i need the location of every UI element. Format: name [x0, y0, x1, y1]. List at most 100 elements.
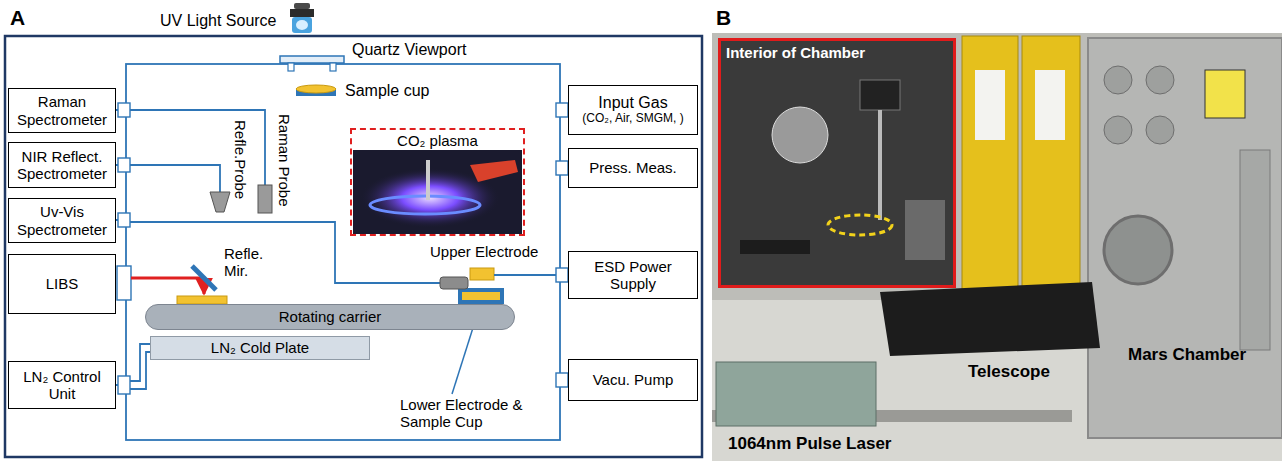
port: [556, 161, 568, 175]
node-text: ESD Power Supply: [572, 258, 694, 293]
node-text: Raman Spectrometer: [12, 93, 112, 128]
chamber-door: [1240, 150, 1270, 350]
panel-letter: B: [716, 6, 731, 30]
plasma-ring: [370, 196, 480, 214]
instrument-box: Vacu. Pump: [568, 359, 698, 401]
port: [118, 103, 130, 117]
component-label: Lower Electrode & Sample Cup: [398, 396, 534, 431]
photo-label: 1064nm Pulse Laser: [728, 434, 891, 454]
node-text: LIBS: [46, 275, 79, 292]
component-label: Quartz Viewport: [352, 41, 466, 59]
sample-cup-top: [296, 85, 336, 96]
port: [556, 103, 568, 117]
component-label: Refle. Mir.: [224, 245, 276, 280]
instrument-box: NIR Reflect. Spectrometer: [8, 142, 116, 188]
telescope: [880, 282, 1100, 356]
ln2-pipe: [116, 344, 150, 385]
node-text: Input Gas: [598, 94, 667, 112]
lab-wall: [712, 33, 1282, 461]
laser-beam: [131, 278, 204, 294]
port: [556, 373, 568, 387]
cold-plate: LN₂ Cold Plate: [150, 336, 370, 360]
instrument-box: Raman Spectrometer: [8, 88, 116, 133]
right-ports: [556, 103, 568, 387]
instrument-box: Uv-Vis Spectrometer: [8, 198, 116, 243]
lab-photo: [712, 33, 1282, 461]
panel-letter: A: [10, 6, 25, 30]
node-text: LN₂ Control Unit: [12, 368, 112, 403]
component-label: Refle.Probe: [232, 120, 249, 199]
inset-disc: [772, 107, 828, 163]
nir-fiber: [116, 165, 220, 192]
electrode-clip: [470, 160, 518, 182]
node-text: Press. Meas.: [589, 159, 677, 176]
gas-cabinet: [1022, 36, 1080, 292]
panel-frame: [5, 36, 702, 457]
port: [118, 213, 130, 227]
photo-ground: [353, 150, 522, 234]
lower-electrode: [458, 288, 504, 304]
lamp-bulb: [292, 17, 312, 33]
plasma-inset: CO₂ plasma: [350, 128, 525, 236]
node-text: Vacu. Pump: [593, 371, 674, 388]
chamber-flange: [1146, 66, 1174, 94]
instrument-box: Input Gas(CO₂, Air, SMGM, ): [568, 85, 698, 135]
plasma-photo: [353, 150, 522, 234]
photo-inset: Interior of Chamber: [718, 38, 956, 288]
component-label: UV Light Source: [160, 12, 277, 30]
node-text: LN₂ Cold Plate: [211, 339, 309, 356]
instrument-box: Press. Meas.: [568, 148, 698, 188]
chamber-wall: [126, 64, 560, 440]
component-label: Upper Electrode: [430, 243, 538, 260]
lamp-body: [290, 9, 314, 17]
sample-cup: [462, 292, 500, 300]
gas-cabinet: [962, 36, 1018, 292]
chamber-flange: [1104, 66, 1132, 94]
port: [117, 266, 131, 300]
inset-photo: [720, 40, 954, 286]
instrument-box: ESD Power Supply: [568, 251, 698, 299]
inset-post: [878, 110, 882, 220]
upper-electrode: [470, 268, 494, 280]
pulse-laser: [716, 362, 876, 426]
instrument-box: LIBS: [8, 254, 116, 314]
node-text: NIR Reflect. Spectrometer: [12, 148, 112, 183]
viewport-leg: [330, 63, 336, 71]
rotating-carrier: Rotating carrier: [145, 304, 515, 330]
electrode-rod: [426, 160, 430, 200]
port: [118, 158, 130, 172]
photo-label: Telescope: [968, 362, 1050, 382]
node-text: (CO₂, Air, SMGM, ): [582, 112, 683, 126]
quartz-viewport: [280, 56, 344, 71]
inset-part: [905, 200, 945, 260]
port: [118, 376, 130, 394]
node-text: CO₂ plasma: [397, 132, 478, 149]
chamber-flange: [1146, 116, 1174, 144]
node-text: Interior of Chamber: [726, 44, 865, 61]
inset-camera: [860, 80, 900, 110]
left-ports: [117, 103, 131, 394]
photo-label: Mars Chamber: [1128, 345, 1246, 365]
cup-rim: [296, 85, 336, 93]
component-label: Raman Probe: [276, 114, 293, 207]
inset-carrier: [828, 215, 892, 235]
uvvis-probe: [440, 277, 468, 289]
lamp-cap: [294, 3, 310, 9]
chamber-viewport: [1104, 216, 1172, 284]
sample-cup: [177, 296, 227, 304]
reflect-probe-head: [210, 192, 230, 212]
ln2-pipe: [130, 352, 150, 389]
component-label: Sample cup: [345, 82, 430, 100]
cabinet-window: [1035, 70, 1065, 140]
viewport-flange: [280, 56, 344, 63]
warning-sign: [1205, 70, 1245, 118]
viewport-leg: [288, 63, 294, 71]
raman-probe-head: [258, 185, 272, 213]
lamp-light: [296, 20, 308, 30]
port: [556, 268, 568, 282]
inset-part: [740, 240, 810, 254]
reflect-mirror: [192, 266, 216, 290]
instrument-box: LN₂ Control Unit: [8, 361, 116, 409]
